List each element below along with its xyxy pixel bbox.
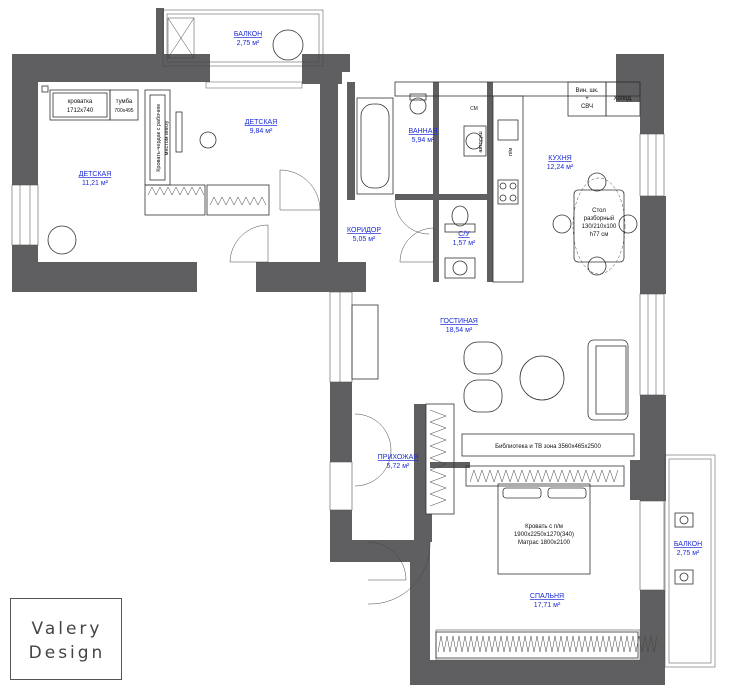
mattress-label: Матрас 1800х2100: [518, 540, 571, 546]
room-labels: БАЛКОН 2,75 м² ДЕТСКАЯ 9,84 м² ДЕТСКАЯ 1…: [79, 31, 702, 609]
loft-bed-label-2: местом внизу: [164, 120, 170, 155]
logo-line-2: Design: [28, 643, 106, 663]
loft-bed-label: Кровать-чердак с рабочим: [156, 104, 162, 172]
washer-label: СМ: [470, 106, 478, 112]
room-area-kids-large: 11,21 м²: [82, 180, 109, 187]
room-area-hall: 5,72 м²: [387, 463, 410, 470]
bedroom-furniture: [435, 465, 658, 659]
logo-line-1: Valery: [31, 619, 103, 639]
room-name-kids-large: ДЕТСКАЯ: [79, 171, 112, 178]
room-name-hall: ПРИХОЖАЯ: [378, 454, 419, 461]
wine-cabinet-label: Вин. шк.: [575, 88, 598, 94]
room-area-kids-small: 9,84 м²: [250, 128, 273, 135]
nightstand-label: тумба: [116, 99, 133, 105]
library-label: Библиотека и ТВ зона 3560х465х2500: [495, 444, 601, 450]
kitchen-furniture: [394, 81, 641, 283]
room-name-corridor: КОРИДОР: [347, 227, 381, 234]
wine-cabinet-plus: +: [585, 96, 589, 102]
room-name-bathroom: ВАННАЯ: [409, 128, 438, 135]
living-furniture: [351, 304, 635, 515]
table-type-label: разборный: [584, 215, 614, 222]
kids-large-furniture: [41, 85, 270, 255]
furniture-labels: кроватка 1712х740 тумба 700х495 Кровать-…: [67, 88, 633, 546]
table-size-label: 130/210х100: [582, 224, 617, 230]
walls: [12, 8, 666, 685]
room-area-wc: 1,57 м²: [453, 240, 476, 247]
room-area-balcony-top: 2,75 м²: [237, 40, 260, 47]
fridge-label: Холод.: [613, 96, 632, 102]
balcony-top: [162, 9, 324, 67]
room-name-living: ГОСТИНАЯ: [440, 318, 478, 325]
crib-label: кроватка: [68, 99, 93, 105]
room-name-balcony-top: БАЛКОН: [234, 31, 262, 38]
table-label: Стол: [592, 208, 606, 214]
room-area-bathroom: 5,94 м²: [412, 137, 435, 144]
nightstand-size-label: 700х495: [114, 108, 133, 114]
room-area-bedroom: 17,71 м²: [534, 602, 561, 609]
doors: [229, 169, 435, 605]
windows: [11, 81, 665, 661]
room-name-kitchen: КУХНЯ: [548, 155, 571, 162]
crib-size-label: 1712х740: [67, 108, 94, 114]
bed-label: Кровать с п/м: [525, 524, 563, 530]
logo: Valery Design: [10, 598, 122, 680]
room-name-bedroom: СПАЛЬНЯ: [530, 593, 564, 600]
room-area-living: 18,54 м²: [446, 327, 473, 334]
bathroom-fixtures: [356, 93, 487, 279]
balcony-right: [664, 454, 716, 668]
room-name-kids-small: ДЕТСКАЯ: [245, 119, 278, 126]
room-name-wc: С/У: [458, 231, 470, 238]
room-area-balcony-right: 2,75 м²: [677, 550, 700, 557]
room-area-kitchen: 12,24 м²: [547, 164, 574, 171]
table-height-label: h77 см: [590, 232, 609, 238]
microwave-label: СВЧ: [581, 104, 593, 110]
room-area-corridor: 5,05 м²: [353, 236, 376, 243]
dryer-label: автосуш: [478, 131, 484, 153]
room-name-balcony-right: БАЛКОН: [674, 541, 702, 548]
bed-size-label: 1900х2250х1270(340): [514, 532, 574, 538]
dishwasher-label: п/м: [508, 148, 514, 157]
